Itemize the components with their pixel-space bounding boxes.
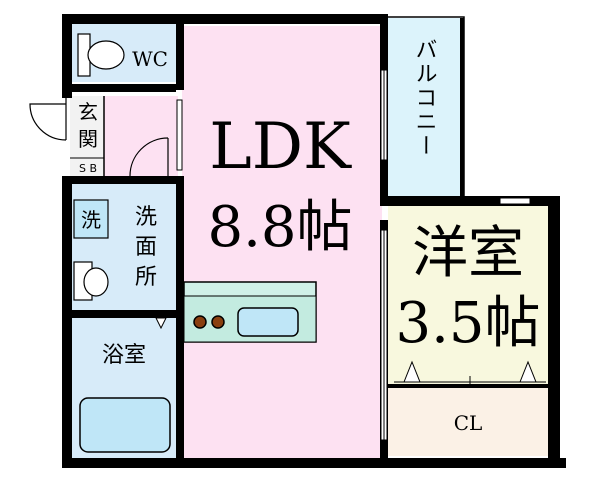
washroom-label-3: 所 [135, 265, 157, 290]
western-room-area [388, 206, 548, 384]
bath-label: 浴室 [102, 343, 146, 368]
ldk-label: LDK [209, 110, 352, 184]
ldk-size-label: 8.8帖 [207, 195, 352, 260]
entrance-area [70, 96, 104, 176]
washroom-label-2: 面 [135, 235, 157, 260]
hall-door [129, 137, 169, 177]
balcony-area [387, 18, 464, 198]
western-room-label: 洋室 [412, 221, 524, 286]
western-room-size-label: 3.5帖 [395, 291, 540, 356]
sink-icon [73, 261, 109, 301]
washer-box [73, 199, 109, 239]
toilet-icon [77, 33, 125, 77]
wc-label: WC [132, 47, 168, 71]
closet-label: CL [454, 411, 483, 435]
entrance-door [29, 98, 67, 141]
bath-door-mark [155, 317, 167, 330]
bathtub [79, 397, 171, 453]
closet-door-marks [394, 360, 546, 388]
entrance-label-2: 関 [78, 127, 98, 151]
shoe-box-label: S B [79, 162, 97, 175]
stove-burner-right [211, 315, 225, 329]
kitchen-counter [183, 281, 317, 343]
closet-area [388, 386, 548, 456]
balcony-label: バルコニー [412, 38, 437, 158]
hall-area [104, 96, 178, 176]
stove-burner-left [193, 315, 207, 329]
washer-label: 洗 [81, 208, 101, 232]
washroom-label-1: 洗 [135, 205, 157, 230]
window-marks [176, 69, 531, 441]
ldk-area [182, 26, 382, 458]
entrance-label-1: 玄 [78, 100, 98, 124]
kitchen-sink [237, 307, 299, 337]
